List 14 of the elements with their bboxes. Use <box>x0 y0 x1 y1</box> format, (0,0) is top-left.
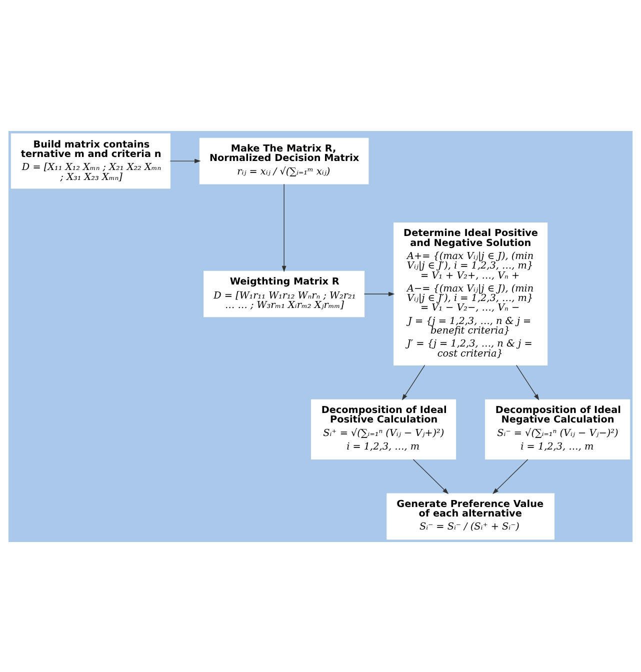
node-box: Build matrix contains ternative m and criteria n D = [X₁₁ X₁₂ Xₘₙ ; X₂₁ X₂₂ Xₘₙ ; X₃₁ X₂₃ Xₘₙ] <box>10 132 170 188</box>
node-box: Weigthting Matrix R D = [W₁r₁₁ W₁r₁₂ Wₙrₙ ; W₂r₂₁ … … ; W₃rₘ₁ Xᵢrₘ₂ Xⱼrₘₘ] <box>204 270 365 317</box>
node-box: Generate Preference Value of each alternative Sᵢ⁻ = Sᵢ⁻ / (Sᵢ⁺ + Sᵢ⁻) <box>386 492 554 540</box>
arrow <box>282 183 286 272</box>
node-box: Decomposition of Ideal Positive Calculation Sᵢ⁺ = √(∑ᵢ₌₁ⁿ (Vᵢⱼ − Vⱼ+)²) i = 1,2,3, …, m <box>311 398 456 459</box>
arrow <box>516 364 540 400</box>
arrow <box>364 291 395 296</box>
arrow <box>412 458 449 494</box>
arrow <box>402 364 426 400</box>
node-box: Make The Matrix R, Normalized Decision Matrix rᵢⱼ = xᵢⱼ / √(∑ᵢ₌₁ᵐ xᵢⱼ) <box>199 137 369 184</box>
arrow <box>492 458 528 494</box>
node-box: Decomposition of Ideal Negative Calculation Sᵢ⁻ = √(∑ᵢ₌₁ⁿ (Vᵢⱼ − Vⱼ−)²) i = 1,2,3, …, m <box>485 398 630 459</box>
node-box: Determine Ideal Positive and Negative Solution A+= {(max Vᵢⱼ|j ∈ J), (min Vᵢⱼ|j ∈ J′), i = 1,2,3, …, m} = V₁ + V₂+, …, Vₙ + A−= {(max Vᵢⱼ|j ∈ J), (min Vᵢⱼ|j ∈ J′), i = 1,2,3, …, m} = V₁ − V₂−, …, Vₙ − J = {j = 1,2,3, …, n & j = benefit criteria} J′ = {j = 1,2,3, …, n & j = cost criteria} <box>394 222 548 366</box>
arrow <box>170 158 201 163</box>
